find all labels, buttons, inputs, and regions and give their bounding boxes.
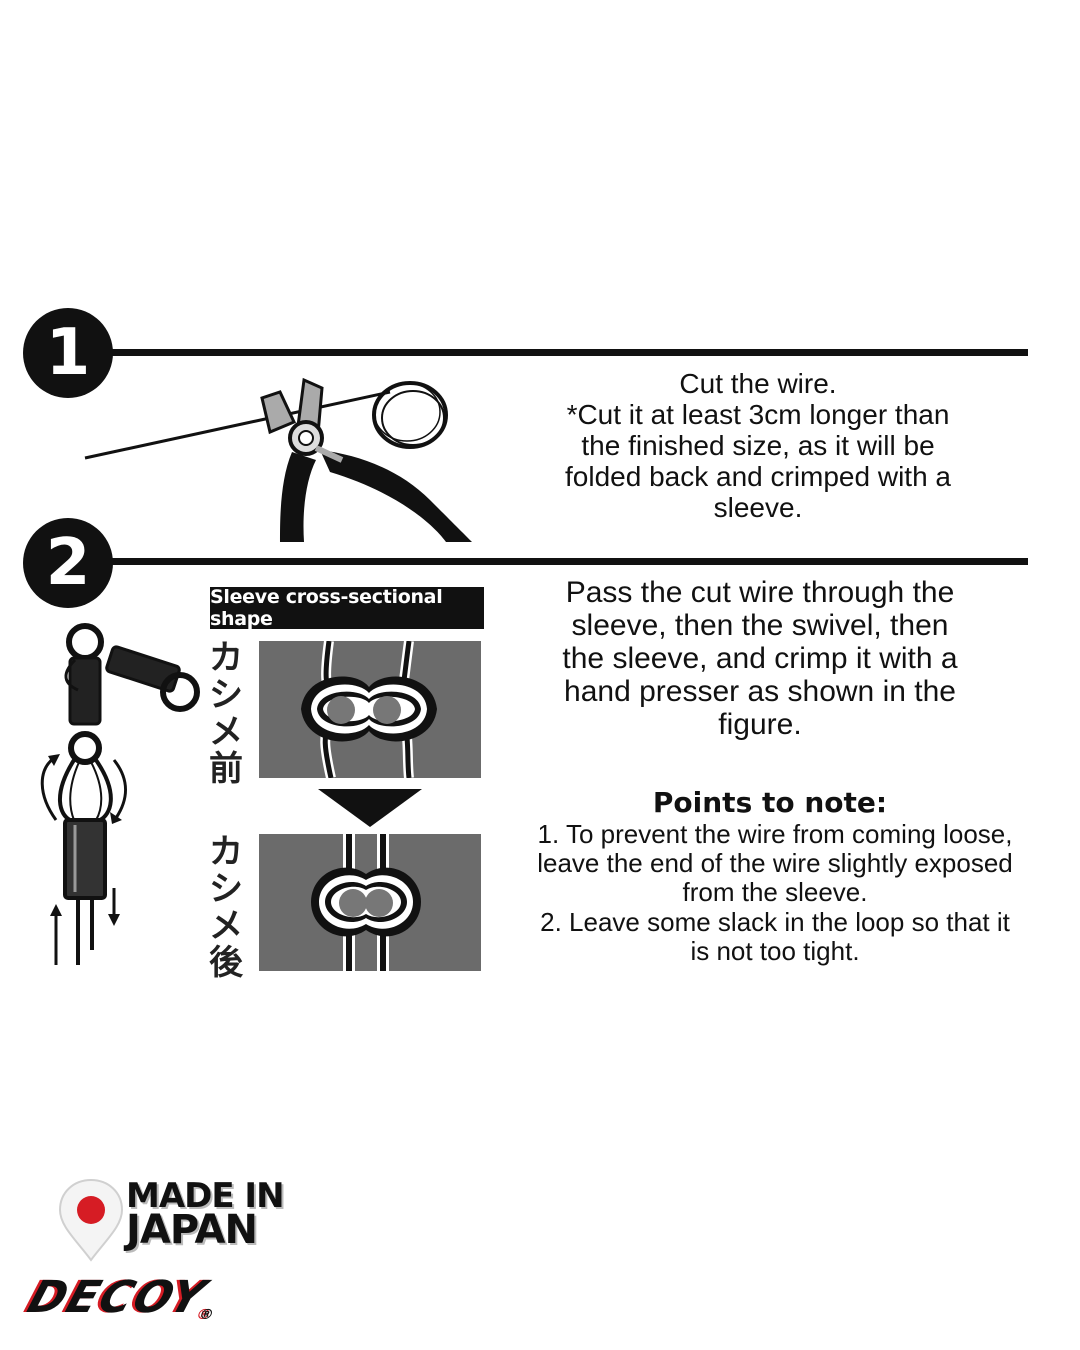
note-line: from the sleeve. bbox=[682, 877, 868, 907]
note-line: 1. To prevent the wire from coming loose… bbox=[537, 819, 1013, 849]
down-triangle-arrow-icon bbox=[318, 789, 422, 827]
step-1-line: the finished size, as it will be bbox=[581, 430, 935, 461]
vertical-label-char: シ bbox=[209, 869, 243, 909]
vertical-label-char: メ bbox=[209, 712, 243, 752]
swivel-sleeve-rig-illustration bbox=[40, 623, 200, 965]
step-2-line: Pass the cut wire through the bbox=[565, 576, 955, 609]
vertical-label-char: カ bbox=[209, 638, 243, 678]
step-2-text: Pass the cut wire through the sleeve, th… bbox=[520, 576, 1000, 741]
sleeve-before-crimp-diagram bbox=[259, 641, 481, 778]
note-line: 2. Leave some slack in the loop so that … bbox=[540, 907, 1010, 937]
after-crimp-label: カシメ後 bbox=[206, 834, 246, 982]
japan-label: JAPAN bbox=[126, 1207, 258, 1253]
step-2-number: 2 bbox=[45, 526, 91, 600]
brand-name: DECOY bbox=[21, 1272, 214, 1323]
note-line: is not too tight. bbox=[690, 936, 860, 966]
step-1-badge: 1 bbox=[23, 308, 113, 398]
step-1-divider bbox=[100, 349, 1028, 356]
step-2-divider bbox=[100, 558, 1028, 565]
vertical-label-char: カ bbox=[209, 832, 243, 872]
vertical-label-char: メ bbox=[209, 906, 243, 946]
made-in-label: MADE IN bbox=[126, 1176, 285, 1216]
vertical-label-char: シ bbox=[209, 675, 243, 715]
step-2-line: figure. bbox=[718, 708, 802, 741]
step-2-line: the sleeve, and crimp it with a bbox=[562, 642, 958, 675]
vertical-label-char: 前 bbox=[209, 749, 243, 789]
vertical-label-char: 後 bbox=[209, 943, 243, 983]
decoy-logo: DECOY® bbox=[22, 1272, 309, 1323]
pliers-cutting-wire-illustration bbox=[84, 377, 472, 542]
step-1-line: Cut the wire. bbox=[679, 368, 837, 399]
before-crimp-label: カシメ前 bbox=[206, 640, 246, 788]
step-2-badge: 2 bbox=[23, 518, 113, 608]
sleeve-after-crimp-diagram bbox=[259, 834, 481, 971]
step-1-line: *Cut it at least 3cm longer than bbox=[566, 399, 950, 430]
step-1-number: 1 bbox=[45, 316, 91, 390]
step-1-line: folded back and crimped with a bbox=[565, 461, 951, 492]
step-2-line: hand presser as shown in the bbox=[564, 675, 956, 708]
note-line: leave the end of the wire slightly expos… bbox=[537, 848, 1013, 878]
registered-mark: ® bbox=[196, 1307, 218, 1323]
japan-flag-pin-icon bbox=[58, 1178, 124, 1262]
notes-title: Points to note: bbox=[652, 786, 888, 819]
step-2-line: sleeve, then the swivel, then bbox=[571, 609, 949, 642]
step-1-line: sleeve. bbox=[713, 492, 803, 523]
sleeve-section-header: Sleeve cross-sectional shape bbox=[210, 586, 484, 630]
step-1-text: Cut the wire. *Cut it at least 3cm longe… bbox=[520, 368, 996, 523]
